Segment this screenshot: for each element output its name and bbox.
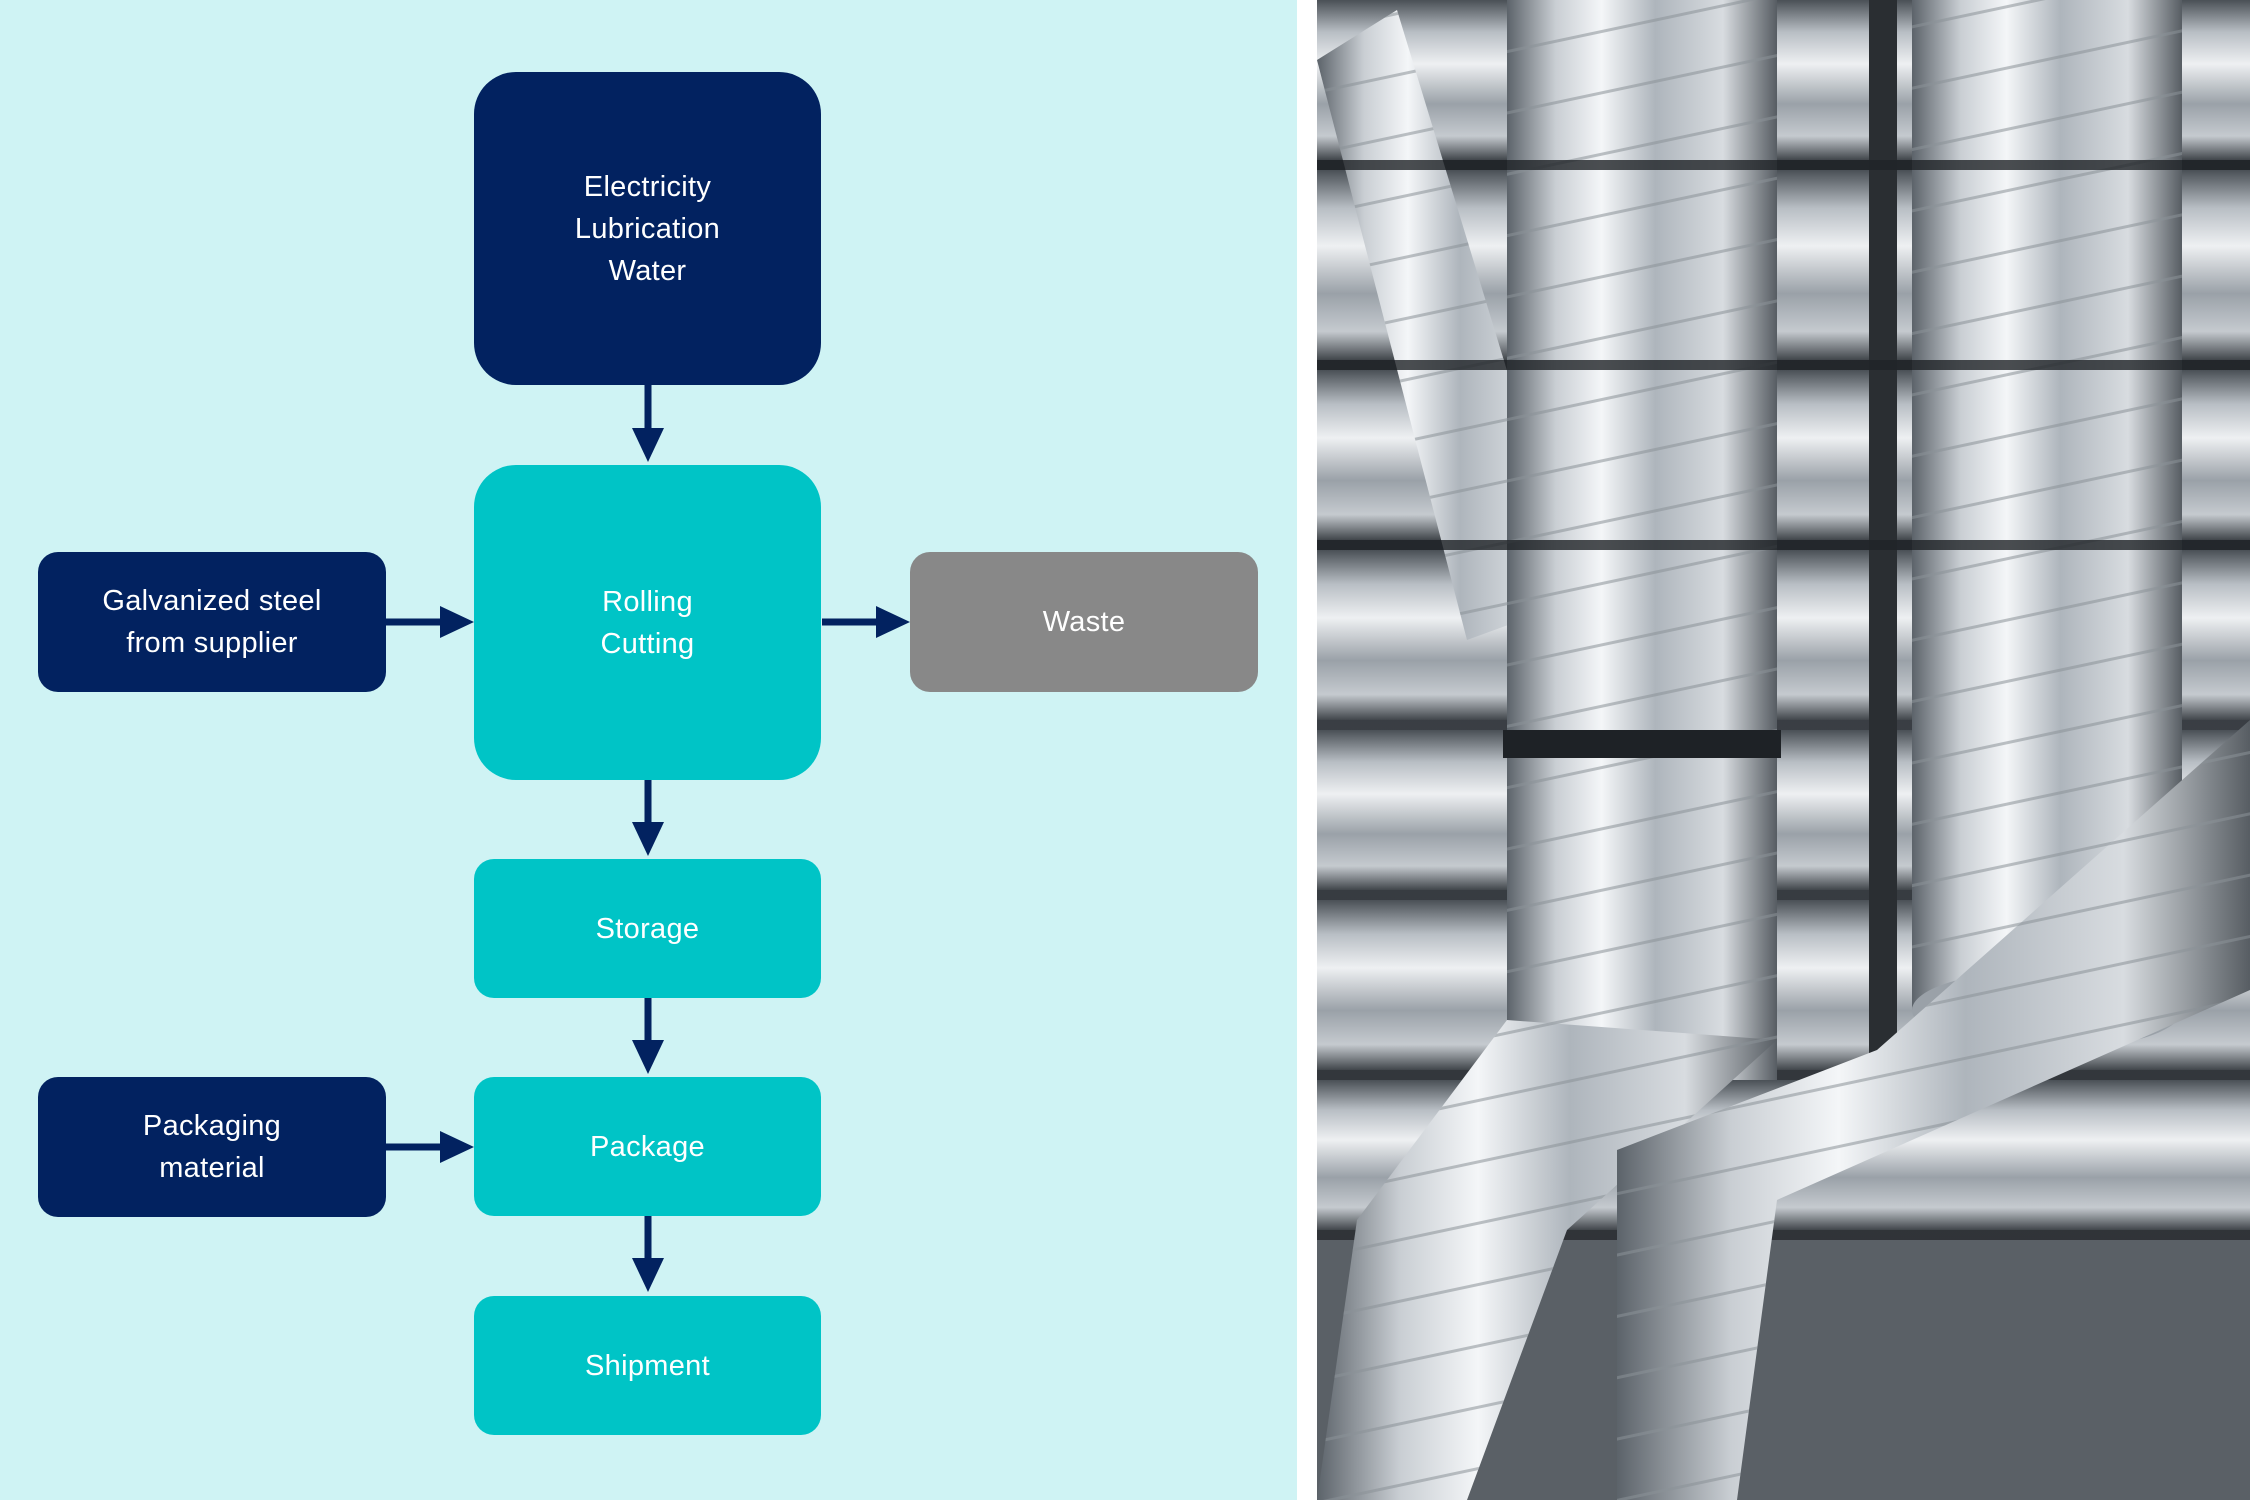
arrow-steel-to-process — [386, 606, 474, 638]
node-storage: Storage — [474, 859, 821, 998]
node-rolling-cutting: Rolling Cutting — [474, 465, 821, 780]
arrow-storage-to-package — [632, 998, 664, 1074]
node-inputs: Electricity Lubrication Water — [474, 72, 821, 385]
flow-diagram: Electricity Lubrication Water Rolling Cu… — [0, 0, 1297, 1500]
node-galvanized-steel: Galvanized steel from supplier — [38, 552, 386, 692]
node-shipment: Shipment — [474, 1296, 821, 1435]
node-package: Package — [474, 1077, 821, 1216]
arrow-process-to-waste — [822, 606, 910, 638]
node-waste: Waste — [910, 552, 1258, 692]
arrow-inputs-to-process — [632, 385, 664, 462]
ducts-illustration — [1317, 0, 2250, 1500]
arrow-packaging-to-package — [386, 1131, 474, 1163]
arrow-package-to-shipment — [632, 1216, 664, 1292]
arrow-process-to-storage — [632, 780, 664, 856]
node-packaging-material: Packaging material — [38, 1077, 386, 1217]
diagram-arrows — [386, 385, 910, 1292]
ventilation-ducts-photo — [1317, 0, 2250, 1500]
